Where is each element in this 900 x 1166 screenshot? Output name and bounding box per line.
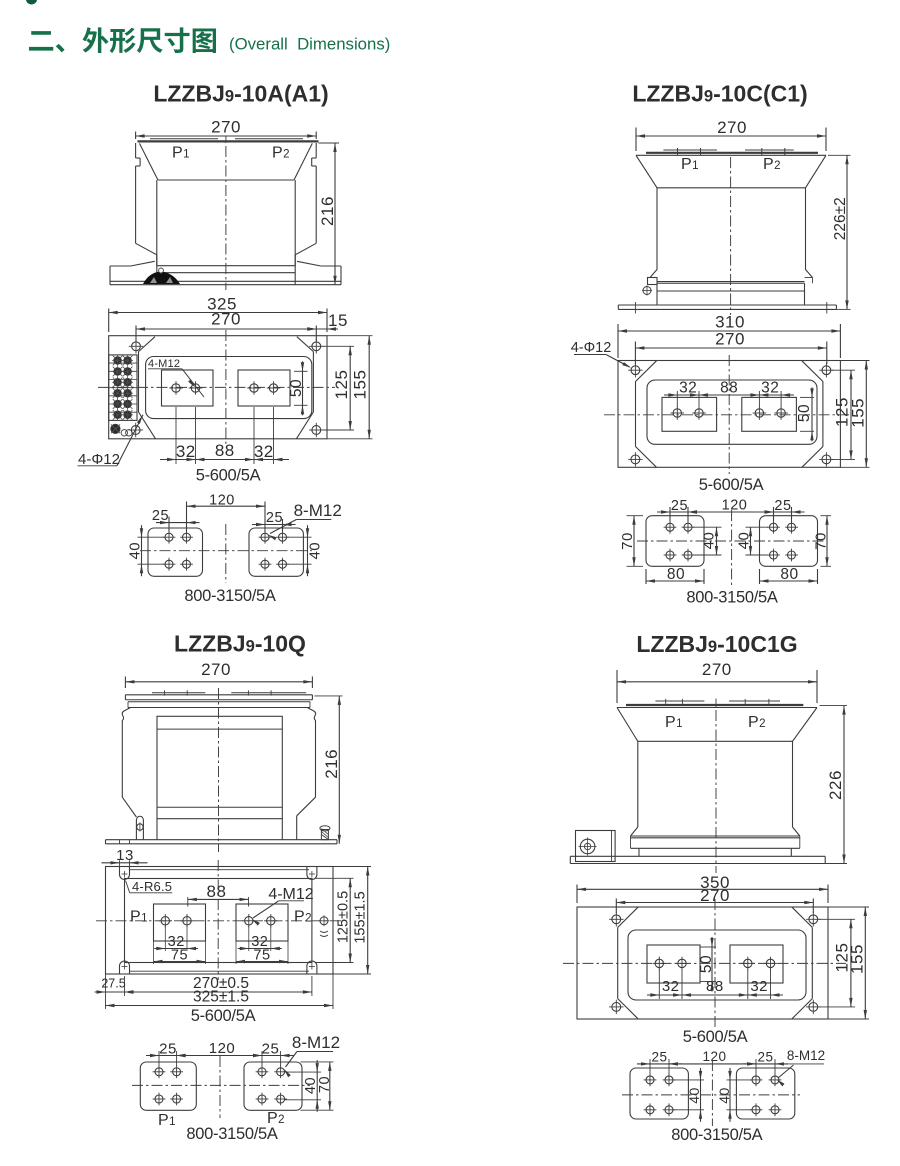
svg-text:88: 88 bbox=[215, 441, 235, 460]
svg-text:120: 120 bbox=[209, 493, 235, 509]
svg-text:226: 226 bbox=[826, 770, 845, 800]
svg-text:8-M12: 8-M12 bbox=[292, 1033, 340, 1052]
svg-text:325: 325 bbox=[207, 295, 237, 314]
svg-text:155±1.5: 155±1.5 bbox=[353, 891, 369, 943]
svg-text:270: 270 bbox=[715, 330, 745, 349]
svg-text:P2: P2 bbox=[763, 156, 781, 173]
svg-text:13: 13 bbox=[116, 847, 134, 864]
svg-text:32: 32 bbox=[750, 978, 768, 995]
svg-text:32: 32 bbox=[251, 934, 268, 950]
svg-text:155: 155 bbox=[848, 944, 867, 974]
svg-text:88: 88 bbox=[207, 882, 227, 901]
svg-text:25: 25 bbox=[774, 498, 791, 514]
svg-text:LZZBJ9-10A(A1): LZZBJ9-10A(A1) bbox=[153, 81, 328, 107]
svg-text:125: 125 bbox=[833, 397, 852, 427]
svg-text:40: 40 bbox=[303, 1077, 319, 1094]
svg-text:27.5: 27.5 bbox=[101, 977, 125, 991]
svg-text:P1: P1 bbox=[158, 1112, 176, 1129]
svg-text:25: 25 bbox=[266, 510, 283, 526]
svg-text:125±0.5: 125±0.5 bbox=[335, 891, 351, 943]
svg-text:25: 25 bbox=[262, 1040, 280, 1057]
svg-text:120: 120 bbox=[702, 1049, 726, 1064]
svg-text:125: 125 bbox=[332, 370, 351, 400]
svg-text:350: 350 bbox=[700, 873, 730, 892]
svg-text:270: 270 bbox=[702, 660, 732, 679]
svg-text:88: 88 bbox=[720, 380, 738, 397]
svg-text:LZZBJ9-10C(C1): LZZBJ9-10C(C1) bbox=[632, 81, 807, 107]
svg-text:75: 75 bbox=[253, 948, 270, 964]
svg-text:800-3150/5A: 800-3150/5A bbox=[184, 587, 275, 605]
svg-text:40: 40 bbox=[716, 1087, 732, 1104]
svg-text:50: 50 bbox=[796, 404, 813, 422]
svg-text:40: 40 bbox=[736, 532, 753, 550]
svg-text:40: 40 bbox=[306, 542, 323, 560]
svg-text:15: 15 bbox=[328, 311, 348, 330]
svg-text:40: 40 bbox=[700, 532, 717, 550]
svg-text:25: 25 bbox=[671, 498, 688, 514]
svg-text:25: 25 bbox=[152, 508, 169, 524]
svg-text:75: 75 bbox=[171, 948, 188, 964]
svg-text:270: 270 bbox=[717, 118, 747, 137]
svg-text:310: 310 bbox=[715, 313, 745, 332]
svg-text:155: 155 bbox=[848, 398, 867, 428]
svg-text:25: 25 bbox=[651, 1050, 667, 1065]
svg-text:LZZBJ9-10C1G: LZZBJ9-10C1G bbox=[636, 631, 797, 657]
svg-text:32: 32 bbox=[254, 442, 274, 461]
svg-text:P2: P2 bbox=[748, 714, 766, 731]
svg-text:50: 50 bbox=[698, 955, 715, 973]
svg-text:8-M12: 8-M12 bbox=[787, 1048, 825, 1063]
svg-text:32: 32 bbox=[679, 380, 697, 397]
svg-text:LZZBJ9-10Q: LZZBJ9-10Q bbox=[174, 631, 306, 657]
svg-text:(Overall Dimensions): (Overall Dimensions) bbox=[229, 35, 390, 54]
svg-text:155: 155 bbox=[351, 370, 370, 400]
svg-text:270: 270 bbox=[211, 310, 241, 329]
svg-text:270: 270 bbox=[201, 660, 231, 679]
svg-text:P2: P2 bbox=[267, 1110, 285, 1127]
svg-text:4-M12: 4-M12 bbox=[148, 358, 180, 370]
svg-text:5-600/5A: 5-600/5A bbox=[683, 1028, 748, 1046]
svg-text:8-M12: 8-M12 bbox=[294, 501, 342, 520]
svg-text:50: 50 bbox=[288, 379, 305, 397]
svg-text:P2: P2 bbox=[272, 145, 290, 162]
svg-text:226±2: 226±2 bbox=[832, 197, 849, 240]
svg-text:120: 120 bbox=[722, 498, 748, 514]
svg-text:4-Φ12: 4-Φ12 bbox=[78, 451, 120, 468]
svg-text:120: 120 bbox=[209, 1040, 236, 1057]
svg-text:5-600/5A: 5-600/5A bbox=[699, 476, 764, 494]
svg-text:P1: P1 bbox=[172, 145, 190, 162]
svg-text:5-600/5A: 5-600/5A bbox=[196, 467, 261, 485]
svg-text:40: 40 bbox=[126, 542, 143, 560]
svg-text:25: 25 bbox=[757, 1050, 773, 1065]
svg-text:32: 32 bbox=[662, 978, 680, 995]
svg-text:32: 32 bbox=[176, 442, 196, 461]
svg-text:4-R6.5: 4-R6.5 bbox=[132, 879, 172, 894]
svg-text:270: 270 bbox=[700, 886, 730, 905]
svg-text:216: 216 bbox=[318, 196, 337, 226]
svg-text:5-600/5A: 5-600/5A bbox=[191, 1007, 256, 1025]
svg-text:325±1.5: 325±1.5 bbox=[193, 989, 249, 1006]
svg-text:32: 32 bbox=[168, 934, 185, 950]
svg-text:800-3150/5A: 800-3150/5A bbox=[671, 1126, 762, 1144]
svg-text:25: 25 bbox=[159, 1040, 177, 1057]
svg-text:4-Φ12: 4-Φ12 bbox=[571, 340, 612, 356]
svg-text:70: 70 bbox=[317, 1076, 333, 1093]
svg-text:40: 40 bbox=[686, 1087, 702, 1104]
svg-text:P1: P1 bbox=[665, 714, 683, 731]
svg-text:80: 80 bbox=[780, 566, 798, 583]
svg-text:70: 70 bbox=[619, 532, 636, 550]
svg-text:80: 80 bbox=[667, 566, 685, 583]
svg-text:800-3150/5A: 800-3150/5A bbox=[186, 1125, 277, 1143]
svg-text:32: 32 bbox=[761, 380, 779, 397]
svg-text:4-M12: 4-M12 bbox=[268, 886, 313, 903]
svg-text:216: 216 bbox=[322, 749, 341, 779]
svg-text:270±0.5: 270±0.5 bbox=[193, 975, 249, 992]
svg-text:270: 270 bbox=[211, 118, 241, 137]
svg-text:800-3150/5A: 800-3150/5A bbox=[686, 589, 777, 607]
svg-text:P1: P1 bbox=[681, 156, 699, 173]
svg-text:125: 125 bbox=[833, 943, 852, 973]
